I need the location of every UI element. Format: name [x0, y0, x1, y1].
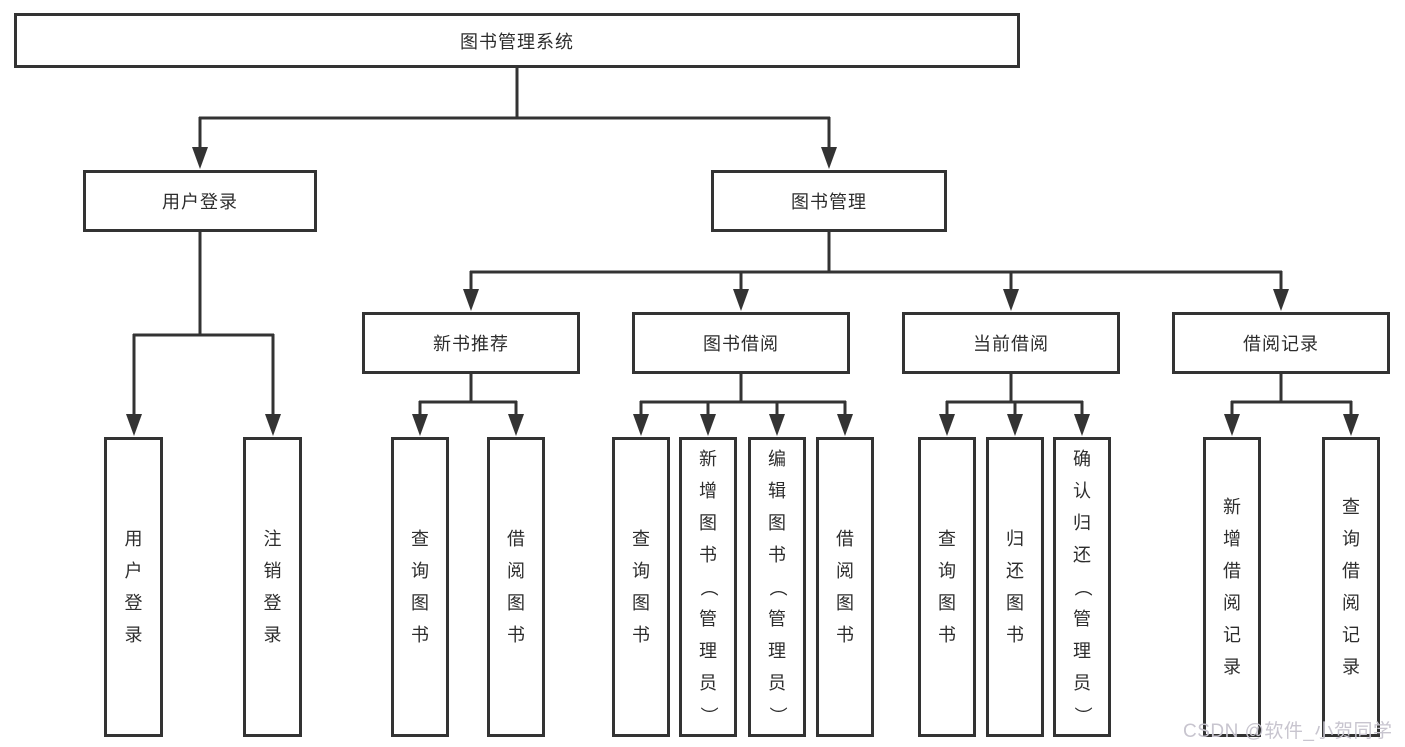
node-user-login: 用户登录 — [83, 170, 317, 232]
node-label: 查询图书 — [938, 528, 956, 645]
node-label: 查询图书 — [411, 528, 429, 645]
node-label: 用户登录 — [124, 528, 143, 645]
node-label: 当前借阅 — [973, 334, 1049, 354]
node-leaf-confirm-return-admin: 确认归还（管理员） — [1053, 437, 1111, 737]
node-label: 查询图书 — [632, 528, 650, 645]
node-leaf-add-borrow-record: 新增借阅记录 — [1203, 437, 1261, 737]
node-book-management: 图书管理 — [711, 170, 947, 232]
node-label: 借阅图书 — [836, 528, 854, 645]
node-label: 图书借阅 — [703, 334, 779, 354]
node-label: 编辑图书（管理员） — [767, 448, 788, 724]
node-leaf-borrow-books-recommend: 借阅图书 — [487, 437, 545, 737]
node-leaf-query-books: 查询图书 — [612, 437, 670, 737]
node-label: 注销登录 — [263, 528, 282, 645]
node-label: 用户登录 — [162, 192, 238, 212]
node-label: 图书管理系统 — [460, 31, 574, 52]
node-new-book-recommend: 新书推荐 — [362, 312, 580, 374]
node-label: 借阅图书 — [507, 528, 525, 645]
node-label: 查询借阅记录 — [1342, 496, 1360, 677]
node-label: 确认归还（管理员） — [1072, 448, 1093, 724]
node-label: 新增借阅记录 — [1223, 496, 1241, 677]
node-root: 图书管理系统 — [14, 13, 1020, 68]
node-label: 归还图书 — [1006, 528, 1024, 645]
node-leaf-add-books-admin: 新增图书（管理员） — [679, 437, 737, 737]
node-leaf-query-books-recommend: 查询图书 — [391, 437, 449, 737]
node-leaf-borrow-books: 借阅图书 — [816, 437, 874, 737]
node-label: 借阅记录 — [1243, 334, 1319, 354]
node-label: 新增图书（管理员） — [698, 448, 719, 724]
node-borrow-records: 借阅记录 — [1172, 312, 1390, 374]
csdn-watermark: CSDN @软件_小贺同学 — [1183, 721, 1393, 742]
node-leaf-edit-books-admin: 编辑图书（管理员） — [748, 437, 806, 737]
node-leaf-user-login: 用户登录 — [104, 437, 163, 737]
node-leaf-return-books: 归还图书 — [986, 437, 1044, 737]
node-label: 新书推荐 — [433, 334, 509, 354]
node-book-borrow: 图书借阅 — [632, 312, 850, 374]
node-leaf-query-books-current: 查询图书 — [918, 437, 976, 737]
node-label: 图书管理 — [791, 192, 867, 212]
node-leaf-logout: 注销登录 — [243, 437, 302, 737]
node-leaf-query-borrow-record: 查询借阅记录 — [1322, 437, 1380, 737]
node-current-borrow: 当前借阅 — [902, 312, 1120, 374]
